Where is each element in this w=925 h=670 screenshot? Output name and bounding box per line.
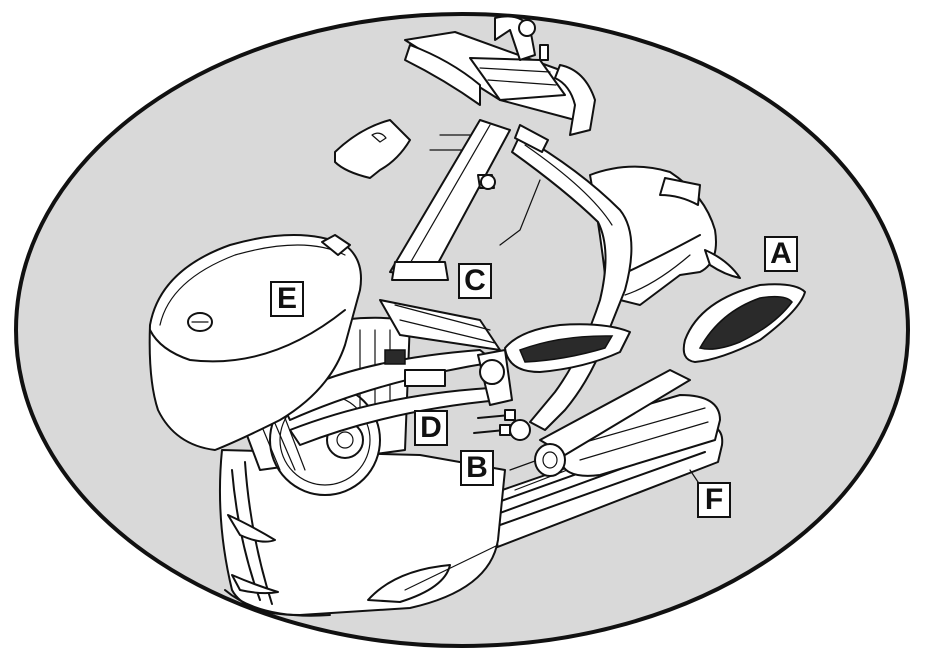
pedal-left bbox=[504, 323, 631, 373]
callout-label-d: D bbox=[414, 410, 448, 446]
callout-label-c: C bbox=[458, 263, 492, 299]
front-frame bbox=[279, 299, 513, 446]
callout-label-f: F bbox=[697, 482, 731, 518]
callout-label-b: B bbox=[460, 450, 494, 486]
pedal-right bbox=[539, 283, 806, 456]
callout-label-a: A bbox=[764, 236, 798, 272]
callout-label-e: E bbox=[270, 281, 304, 317]
transport-wheel bbox=[509, 419, 566, 477]
console-cap-part bbox=[334, 119, 411, 179]
console bbox=[404, 15, 596, 190]
front-cover-part bbox=[148, 234, 362, 451]
hardware-bolts bbox=[473, 409, 516, 436]
front-housing bbox=[219, 449, 506, 617]
mast-upright bbox=[389, 119, 511, 281]
handlebar-arm bbox=[499, 124, 633, 431]
